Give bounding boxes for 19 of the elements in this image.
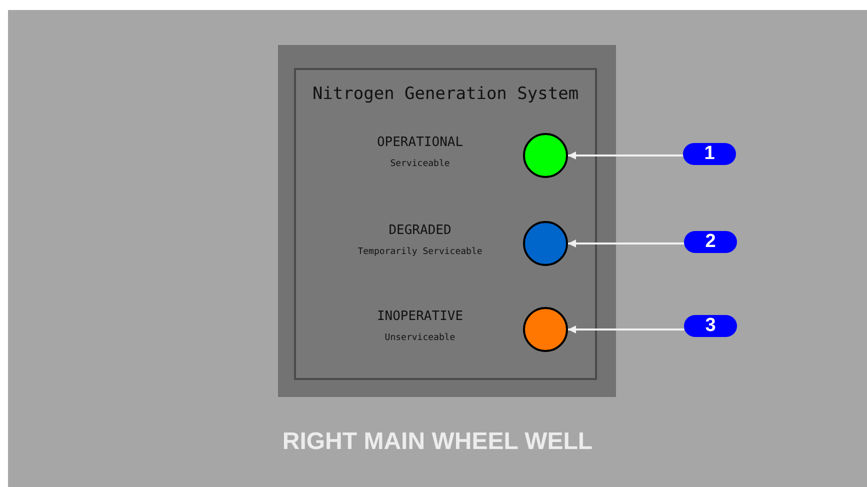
- leader-arrow: [568, 240, 684, 248]
- indicator-light: [523, 307, 568, 352]
- indicator-light: [523, 221, 568, 266]
- panel-plate: [278, 45, 616, 397]
- status-description: Serviceable: [390, 159, 450, 169]
- callout-number: 3: [684, 315, 737, 337]
- callout-number: 1: [683, 143, 736, 165]
- status-label: OPERATIONAL: [376, 135, 464, 150]
- status-description: Unserviceable: [384, 333, 456, 343]
- status-label: INOPERATIVE: [376, 309, 464, 324]
- location-caption: RIGHT MAIN WHEEL WELL: [281, 428, 594, 456]
- callout-number: 2: [684, 231, 737, 253]
- status-description: Temporarily Serviceable: [358, 247, 482, 257]
- leader-arrow: [568, 152, 683, 160]
- leader-arrow: [568, 326, 684, 334]
- panel-frame: [294, 68, 597, 380]
- panel-title: Nitrogen Generation System: [312, 84, 579, 104]
- status-label: DEGRADED: [388, 223, 452, 238]
- indicator-light: [523, 133, 568, 178]
